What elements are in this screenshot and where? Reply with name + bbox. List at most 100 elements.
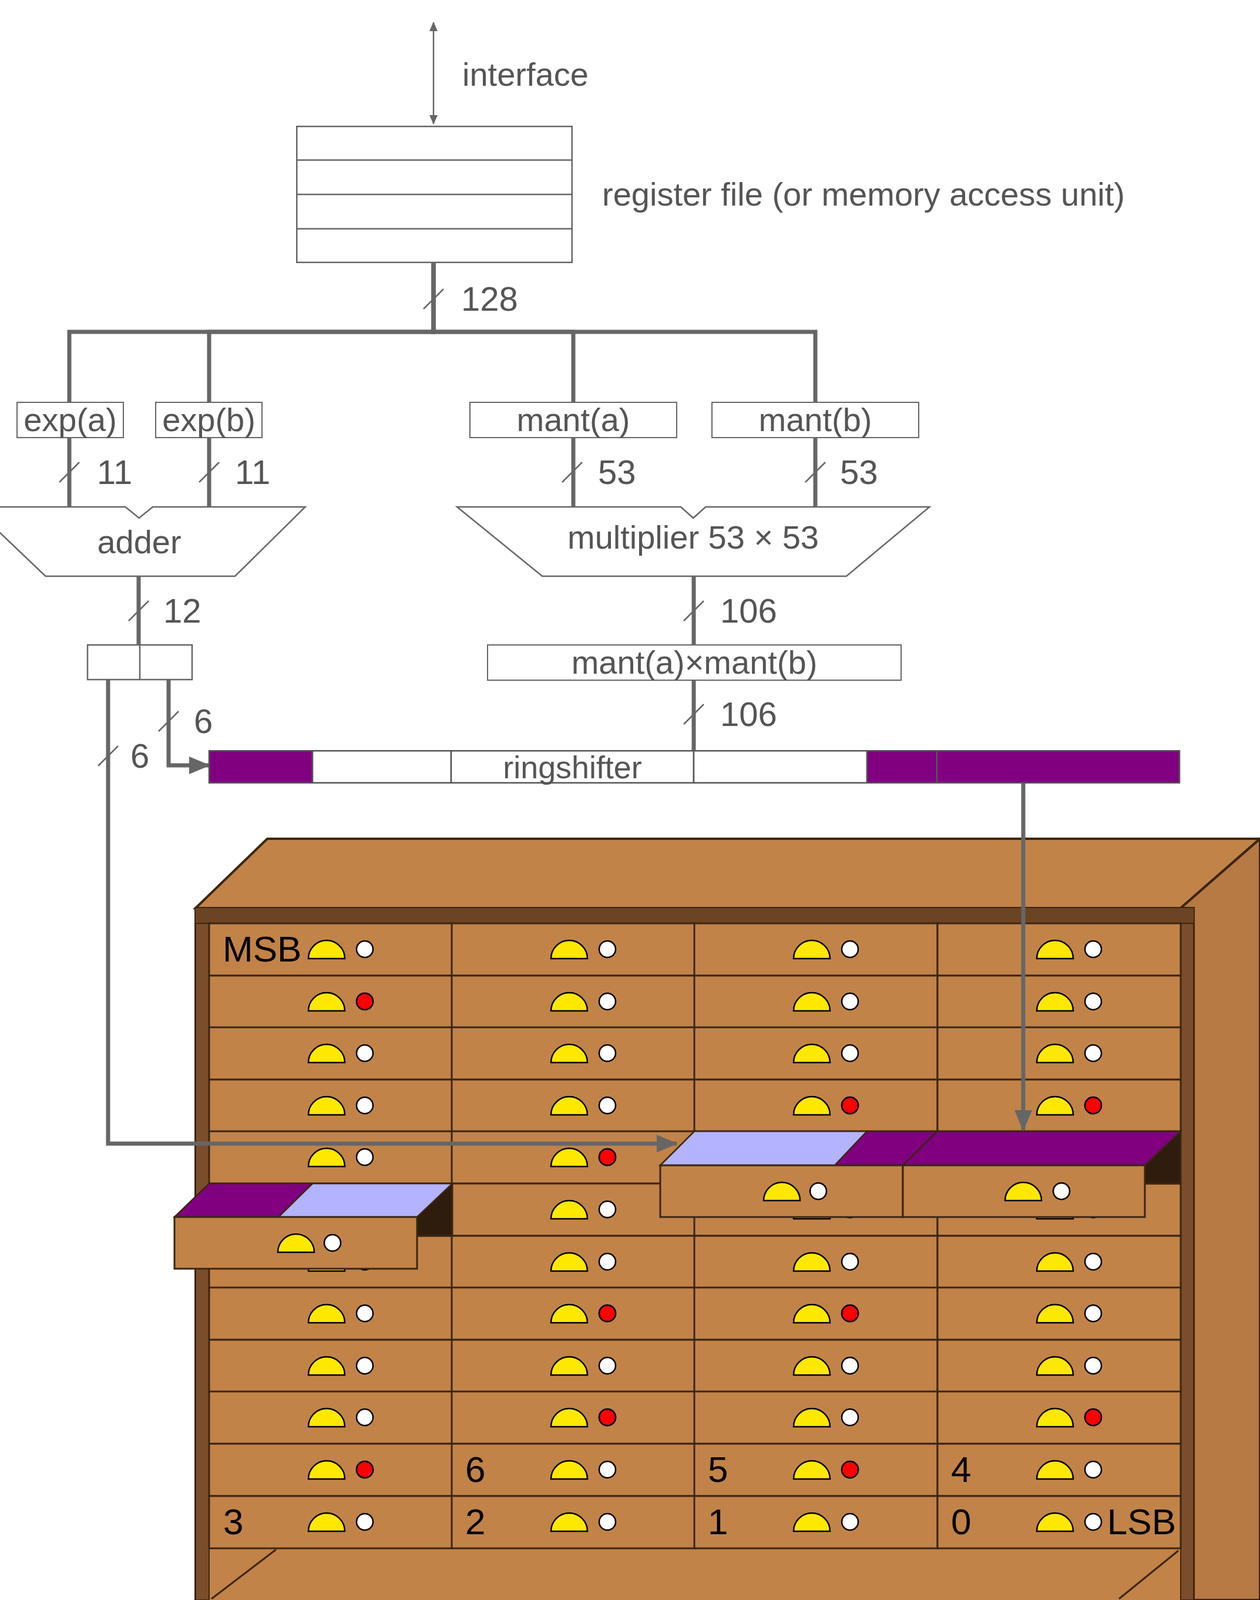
bit-index: 5 [707, 1450, 728, 1489]
cabinet-leg [211, 1549, 277, 1599]
drawer [209, 1287, 453, 1340]
bus-line [209, 263, 434, 402]
drawer-content [902, 1131, 1181, 1166]
bus-width: 11 [96, 454, 133, 491]
drawer-front [902, 1165, 1145, 1218]
drawer [209, 1391, 453, 1444]
bit-dot [810, 1183, 827, 1200]
cabinet-top [195, 838, 1260, 909]
drawer-content [278, 1183, 453, 1218]
bit-index: 6 [465, 1450, 486, 1489]
drawer [451, 1131, 695, 1184]
register-row-line [296, 227, 573, 230]
drawer [694, 1496, 938, 1549]
drawer-front [660, 1165, 903, 1218]
drawer [209, 1131, 453, 1184]
drawer [937, 1391, 1181, 1444]
bus-tick [562, 462, 583, 483]
drawer-handle [1005, 1182, 1042, 1201]
register-divider [139, 644, 141, 680]
pulled-drawer [660, 1131, 938, 1218]
shifter-segment [936, 750, 1180, 784]
drawer [209, 1443, 453, 1497]
bus-width: 11 [234, 454, 271, 491]
drawer [694, 1079, 938, 1132]
drawer [937, 975, 1181, 1028]
drawer [209, 975, 453, 1028]
bus-tick [59, 462, 80, 483]
drawer [451, 1496, 695, 1549]
bus-line [69, 263, 434, 402]
bus-tick [98, 746, 119, 766]
drawer [694, 975, 938, 1028]
shifter-segments [209, 750, 1180, 784]
shifter-segment [867, 750, 937, 784]
ringshifter-bar: ringshifter [209, 750, 1180, 784]
bit-dot [324, 1234, 341, 1252]
drawer [937, 1027, 1181, 1080]
bus-width: 106 [720, 593, 778, 630]
drawer [451, 1287, 695, 1340]
set-bit-dot [841, 1097, 859, 1114]
bit-order-label: LSB [1107, 1502, 1176, 1541]
drawer [209, 923, 453, 976]
bit-index: 2 [465, 1502, 486, 1541]
interface-label: interface [462, 57, 589, 93]
multiplier-block: multiplier 53 × 53 [457, 506, 930, 577]
bus-tick [683, 600, 704, 621]
bus-tick [199, 462, 220, 483]
bus-width: 106 [720, 696, 778, 733]
drawer [694, 1339, 938, 1393]
drawer [694, 1287, 938, 1340]
set-bit-dot [841, 1461, 859, 1478]
node-label: mant(a) [516, 402, 631, 438]
bus-line [433, 263, 816, 402]
set-bit-dot [599, 1148, 616, 1166]
cabinet-leg [1119, 1550, 1179, 1599]
register-rows [296, 125, 573, 264]
drawer [694, 1027, 938, 1080]
drawer [209, 1496, 453, 1549]
drawer-content [660, 1131, 868, 1166]
trapezoid-shape [0, 506, 306, 577]
drawer [937, 1496, 1181, 1549]
drawer [451, 1339, 695, 1393]
drawer [209, 1339, 453, 1393]
cabinet-band [195, 908, 1194, 924]
exponent-register-box [87, 644, 193, 680]
register-row-line [296, 159, 573, 161]
trapezoid-shape [457, 506, 930, 577]
bit-index: 3 [223, 1502, 244, 1541]
bit-dot [1053, 1183, 1070, 1200]
data-wire [1021, 783, 1026, 1131]
drawer [937, 1339, 1181, 1393]
drawer [451, 1391, 695, 1444]
drawer [451, 1079, 695, 1132]
bit-index: 1 [707, 1502, 728, 1541]
bus-tick [805, 462, 826, 483]
node-label: exp(b) [162, 402, 256, 438]
bus-width: 12 [163, 593, 202, 630]
drawer-front [174, 1217, 418, 1269]
drawer [937, 1287, 1181, 1340]
cabinet-post [1180, 923, 1194, 1600]
drawer [937, 923, 1181, 976]
pulled-drawer [174, 1183, 453, 1269]
node-label: adder [0, 525, 306, 560]
drawer [451, 975, 695, 1028]
mantissa-box: mant(b) [711, 401, 920, 439]
drawer [937, 1443, 1181, 1497]
node-label: multiplier 53 × 53 [457, 520, 930, 556]
drawer [937, 1079, 1181, 1132]
node-label: ringshifter [451, 750, 694, 784]
shifter-segment [312, 750, 452, 784]
node-label: register file (or memory access unit) [602, 177, 1125, 213]
register-file: register file (or memory access unit) [296, 125, 573, 264]
bus-tick [683, 704, 704, 725]
exponent-box: exp(b) [155, 401, 263, 439]
set-bit-dot [1084, 1097, 1102, 1114]
bit-index: 0 [951, 1502, 971, 1541]
set-bit-dot [1084, 1409, 1102, 1426]
